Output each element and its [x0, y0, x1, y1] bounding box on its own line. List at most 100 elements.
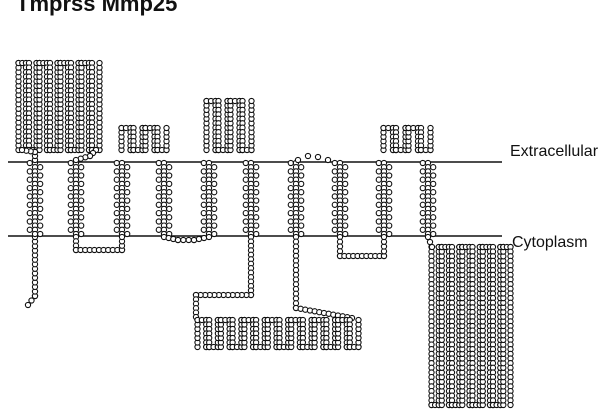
residue-bead — [376, 186, 381, 191]
residue-bead — [343, 206, 348, 211]
residue-bead — [212, 231, 217, 236]
residue-bead — [79, 165, 84, 170]
residue-bead — [288, 177, 293, 182]
residue-bead — [68, 160, 73, 165]
residue-bead — [431, 223, 436, 228]
residue-bead — [431, 165, 436, 170]
residue-bead — [167, 198, 172, 203]
residue-bead — [125, 173, 130, 178]
residue-bead — [254, 223, 259, 228]
residue-bead — [201, 194, 206, 199]
residue-bead — [243, 202, 248, 207]
residue-bead — [343, 173, 348, 178]
residue-bead — [125, 223, 130, 228]
residue-bead — [206, 234, 211, 239]
residue-bead — [167, 173, 172, 178]
residue-bead — [79, 206, 84, 211]
residue-bead — [431, 190, 436, 195]
residue-bead — [68, 169, 73, 174]
residue-bead — [68, 202, 73, 207]
residue-bead — [508, 402, 513, 407]
residue-bead — [114, 186, 119, 191]
residue-bead — [332, 194, 337, 199]
residue-bead — [27, 227, 32, 232]
residue-bead — [27, 194, 32, 199]
residue-bead — [68, 194, 73, 199]
residue-bead — [243, 177, 248, 182]
residue-bead — [167, 190, 172, 195]
residue-bead — [201, 177, 206, 182]
residue-bead — [376, 169, 381, 174]
residue-bead — [376, 227, 381, 232]
residue-bead — [181, 237, 186, 242]
residue-bead — [114, 160, 119, 165]
residue-bead — [343, 231, 348, 236]
residue-bead — [420, 227, 425, 232]
residue-bead — [254, 190, 259, 195]
residue-bead — [343, 223, 348, 228]
residue-bead — [376, 211, 381, 216]
residue-bead — [79, 198, 84, 203]
residue-bead — [356, 317, 361, 322]
residue-bead — [114, 211, 119, 216]
residue-bead — [431, 215, 436, 220]
residue-bead — [387, 198, 392, 203]
residue-bead — [27, 186, 32, 191]
residue-bead — [156, 177, 161, 182]
residue-bead — [201, 211, 206, 216]
residue-bead — [376, 160, 381, 165]
residue-bead — [196, 236, 201, 241]
residue-bead — [243, 219, 248, 224]
residue-chain — [16, 60, 513, 407]
residue-bead — [212, 190, 217, 195]
residue-bead — [376, 202, 381, 207]
residue-bead — [201, 227, 206, 232]
residue-bead — [420, 160, 425, 165]
residue-bead — [249, 98, 254, 103]
residue-bead — [288, 169, 293, 174]
residue-bead — [299, 181, 304, 186]
residue-bead — [425, 234, 430, 239]
residue-bead — [27, 202, 32, 207]
residue-bead — [343, 190, 348, 195]
residue-bead — [156, 202, 161, 207]
residue-bead — [428, 125, 433, 130]
residue-bead — [201, 202, 206, 207]
residue-bead — [387, 206, 392, 211]
residue-bead — [243, 194, 248, 199]
residue-bead — [201, 235, 206, 240]
residue-bead — [27, 177, 32, 182]
residue-bead — [431, 173, 436, 178]
residue-bead — [431, 181, 436, 186]
residue-bead — [387, 215, 392, 220]
residue-bead — [420, 202, 425, 207]
residue-bead — [343, 165, 348, 170]
residue-bead — [420, 211, 425, 216]
residue-bead — [27, 219, 32, 224]
residue-bead — [343, 181, 348, 186]
residue-bead — [125, 215, 130, 220]
residue-bead — [27, 169, 32, 174]
residue-bead — [299, 198, 304, 203]
residue-bead — [114, 219, 119, 224]
residue-bead — [288, 186, 293, 191]
residue-bead — [288, 194, 293, 199]
residue-bead — [38, 181, 43, 186]
residue-bead — [299, 173, 304, 178]
residue-bead — [431, 206, 436, 211]
residue-bead — [25, 302, 30, 307]
residue-bead — [38, 215, 43, 220]
cytoplasm-label: Cytoplasm — [512, 234, 588, 251]
residue-bead — [288, 227, 293, 232]
residue-bead — [38, 165, 43, 170]
residue-bead — [299, 190, 304, 195]
residue-bead — [243, 211, 248, 216]
residue-bead — [332, 169, 337, 174]
residue-bead — [332, 177, 337, 182]
residue-bead — [288, 202, 293, 207]
residue-bead — [254, 173, 259, 178]
residue-bead — [114, 177, 119, 182]
residue-bead — [381, 234, 386, 239]
residue-bead — [332, 219, 337, 224]
